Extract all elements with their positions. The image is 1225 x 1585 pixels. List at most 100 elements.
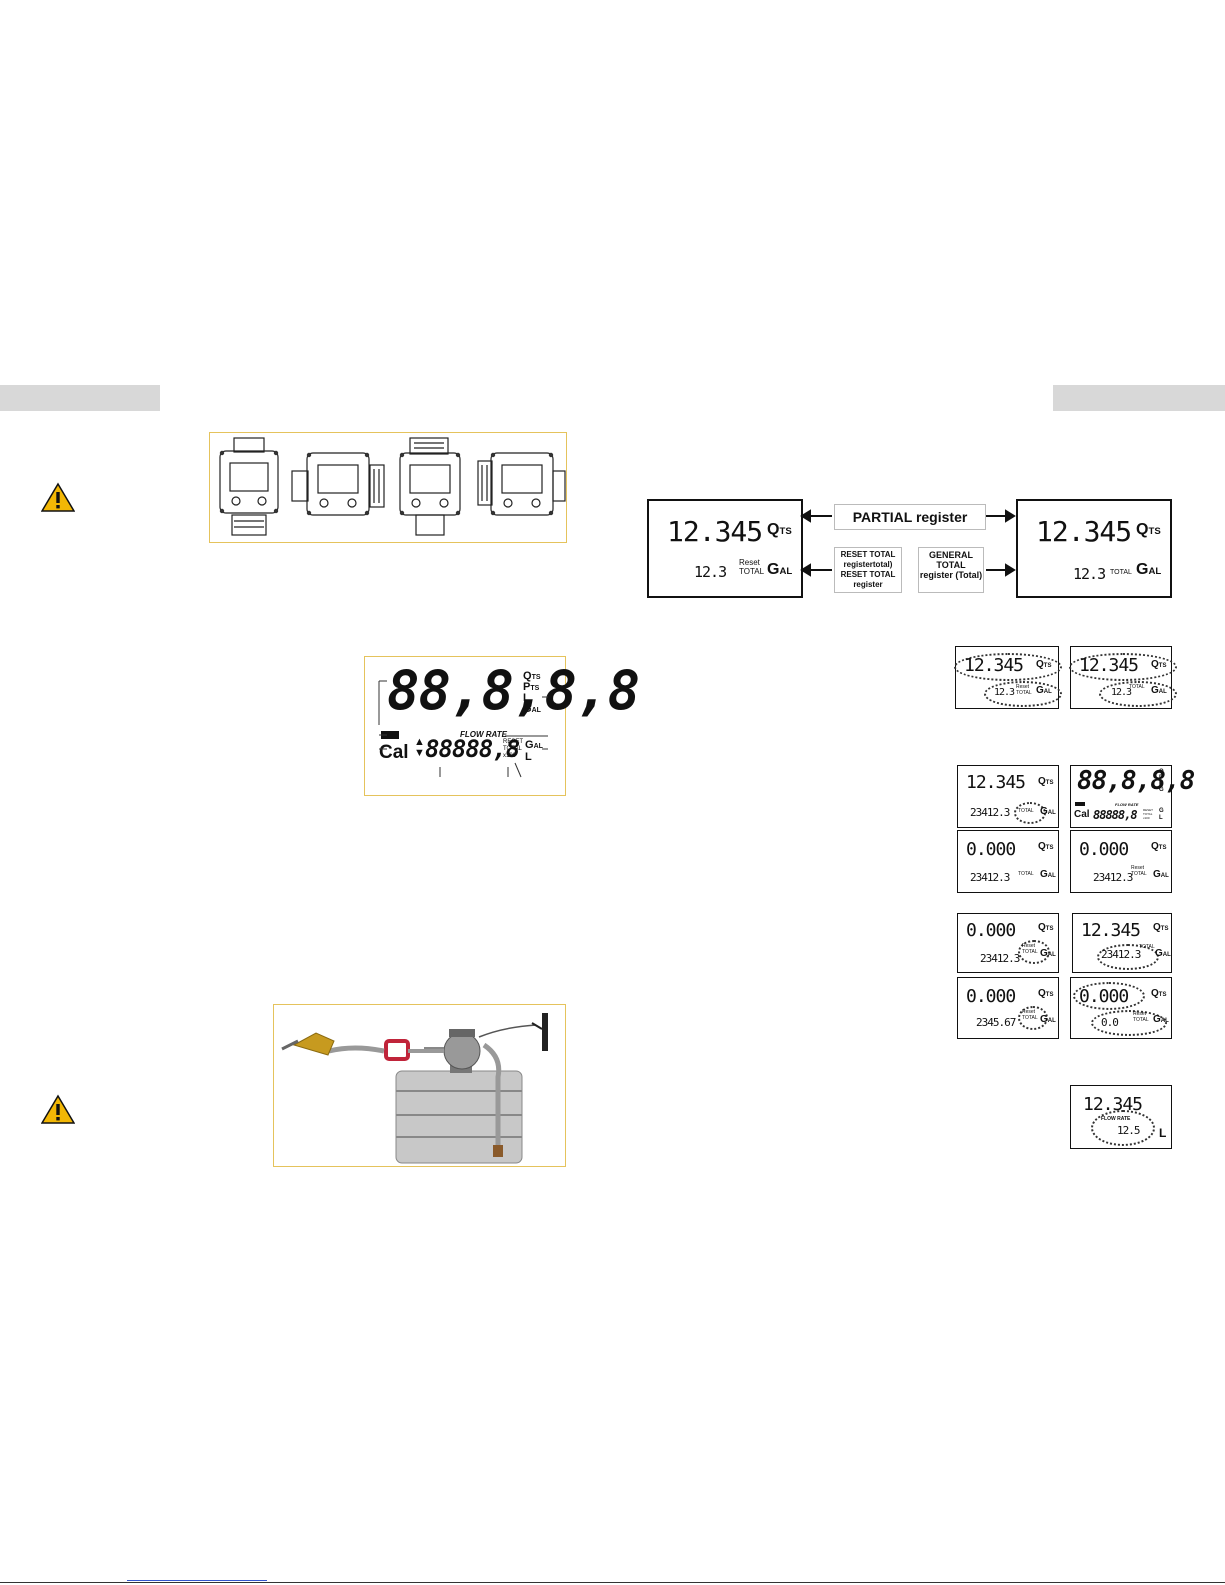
display-thumb-zero-total: 0.000 QTS 23412.3 TOTAL GAL [957,830,1059,893]
thumb-sub-value: 12.3 [994,687,1015,698]
unit-gal: GAL [767,561,793,578]
main-digits: 88,8,8,8 [387,659,640,722]
footer-rule [0,1582,1225,1583]
thumb-main-value: 12.345 [1083,1094,1143,1115]
highlight-oval [1018,1006,1048,1030]
unit-qts: QTS [1136,521,1161,538]
highlight-oval [1097,944,1159,970]
thumb-sub-value: 2345.67 [976,1016,1016,1029]
meter-orientation-figure [209,432,567,543]
unit-gal: GAL [1153,1014,1169,1025]
display-thumb-total-highlight: 12.345 QTS 23412.3 TOTAL GAL [1072,913,1172,973]
unit-gal: GAL [1151,685,1167,696]
unit-qts: QTS [1036,659,1052,670]
unit-gal: GAL [1040,948,1056,959]
right-page-header-tab [1053,385,1225,411]
reset-total-register-label: RESET TOTAL registertotal) RESET TOTAL r… [834,547,902,593]
thumb-main-value: 12.345 [966,772,1026,793]
thumb-sub-value: 88888,8 [1093,808,1138,822]
thumb-main-value: 0.000 [966,839,1016,860]
display-thumb-flow-rate: 12.345 FLOW RATE 12.5 L [1070,1085,1172,1149]
left-page-header-tab [0,385,160,411]
flow-rate-label: FLOW RATE [1115,802,1139,807]
highlight-oval [1018,940,1050,964]
lcd-segments-figure: 88,8,8,8 QTS PTS L GAL FLOW RATE Cal ▲▼ … [364,656,640,796]
unit-qts: QTS [1038,841,1054,852]
installation-figure [273,1004,566,1167]
up-down-arrows-icon: ▲▼ [414,736,425,759]
thumb-main-value: 0.000 [1079,839,1129,860]
unit-stack: QTS PTS L GAL [523,670,541,715]
total-label: TOTAL [1018,871,1034,877]
thumb-sub-value: 23412.3 [1093,871,1133,884]
total-value: 12.3 [1073,565,1106,583]
thumb-main-value: 0.000 [1079,986,1129,1007]
thumb-sub-value: 12.5 [1117,1124,1140,1137]
general-total-display-right: 12.345 QTS 12.3 TOTAL GAL [1016,499,1172,598]
thumb-sub-value: 23412.3 [970,806,1010,819]
highlight-oval [984,681,1062,707]
unit-gal: GAL [1036,685,1052,696]
flow-rate-label: FLOW RATE [460,730,507,739]
total-label: TOTAL [1018,808,1034,814]
highlight-oval [1069,653,1177,681]
unit-qts: QTS [1038,922,1054,933]
secondary-digits: 88888,8 [425,735,520,763]
highlight-oval [1073,982,1145,1010]
total-label: TOTAL [1110,569,1132,576]
battery-icon [1075,802,1085,806]
thumb-sub-value: 23412.3 [1101,948,1141,961]
unit-gal: GAL [1153,869,1169,880]
thumb-sub-value: 23412.3 [970,871,1010,884]
meter-orientation-drawing [219,437,566,536]
reset-total-label: RESET TOTAL x100 [503,739,524,759]
unit-qts: QTS [1038,776,1054,787]
display-thumb-total-view: 12.345 QTS 23412.3 TOTAL GAL [957,765,1059,828]
thumb-main-value: 12.345 [1079,655,1139,676]
unit-gal: GAL [1155,948,1171,959]
total-label: TOTAL [1129,684,1145,690]
unit-gal: GAL [1136,561,1162,578]
highlight-oval [1091,1010,1167,1036]
warning-icon [41,1094,75,1124]
callout-lines [378,680,548,778]
partial-register-label: PARTIAL register [834,504,986,530]
partial-value: 12.345 [667,515,763,548]
highlight-oval [1099,681,1177,707]
thumb-sub-value: 23412.3 [980,952,1020,965]
unit-qts: QTS [1151,659,1167,670]
cal-label: Cal [1074,809,1090,820]
unit-l: L [1159,1126,1167,1140]
highlight-oval [954,653,1062,681]
highlight-oval [1091,1110,1155,1146]
thumb-main-value: 0.000 [966,986,1016,1007]
thumb-main-value: 88,8,8,8 [1077,766,1195,796]
total-value: 12.3 [694,563,727,581]
general-total-register-label: GENERAL TOTAL register (Total) [918,547,984,593]
unit-gal: GAL [1040,869,1056,880]
installation-drawing [281,1013,548,1164]
display-thumb-total: 12.345 QTS 12.3 TOTAL GAL [1069,646,1177,709]
footer-link-underline [127,1580,267,1581]
bottom-units: GAL L [525,739,543,763]
cal-label: Cal [379,742,409,763]
unit-qts: QTS [1038,988,1054,999]
thumb-sub-value: 12.3 [1111,687,1132,698]
thumb-main-value: 12.345 [964,655,1024,676]
unit-gal: GAL [1040,806,1056,817]
register-arrows [800,509,1016,577]
flow-rate-label: FLOW RATE [1101,1116,1131,1122]
